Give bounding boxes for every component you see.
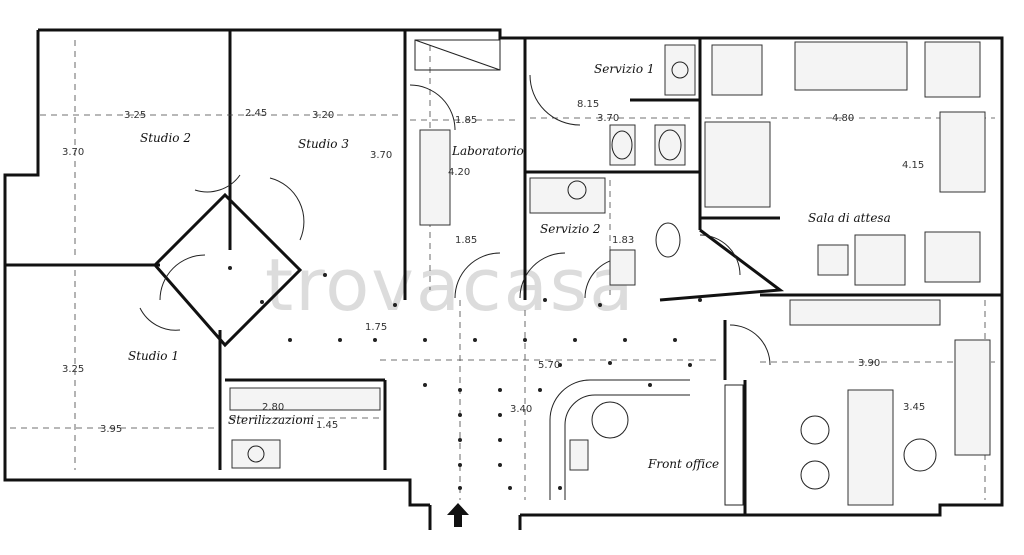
dim-steril-width: 2.80 <box>262 402 284 413</box>
dim-studio3-width-b: 3.20 <box>312 110 334 121</box>
room-label-studio-3: Studio 3 <box>298 137 349 151</box>
watermark: trovacasa <box>265 243 635 327</box>
dim-sala-height: 4.15 <box>902 160 924 171</box>
dim-servizio1-a: 8.15 <box>577 99 599 110</box>
dim-sala-width: 4.80 <box>832 113 854 124</box>
dim-studio2-height: 3.70 <box>62 147 84 158</box>
interior-walls <box>5 30 1002 515</box>
dim-lab-height: 4.20 <box>448 167 470 178</box>
dim-studio3-width-a: 2.45 <box>245 108 267 119</box>
dim-studio1-height: 3.25 <box>62 364 84 375</box>
waiting-room-furniture <box>704 41 986 326</box>
dim-steril-height: 1.45 <box>316 420 338 431</box>
outer-walls <box>3 28 1004 530</box>
room-label-studio-2: Studio 2 <box>140 131 191 145</box>
dim-office-height: 3.45 <box>903 402 925 413</box>
front-office-furniture <box>549 339 991 506</box>
room-label-studio-1: Studio 1 <box>128 349 179 363</box>
room-label-sala-di-attesa: Sala di attesa <box>808 211 891 225</box>
room-label-servizio-2: Servizio 2 <box>540 222 601 236</box>
room-label-front-office: Front office <box>647 457 719 471</box>
room-label-laboratorio: Laboratorio <box>451 144 524 158</box>
door-swings <box>139 74 771 366</box>
dim-studio1-width: 3.95 <box>100 424 122 435</box>
dim-corridor-a: 1.75 <box>365 322 387 333</box>
dim-corridor-b: 5.70 <box>538 360 560 371</box>
dim-servizio1-b: 3.70 <box>597 113 619 124</box>
ceiling-dots <box>228 266 702 490</box>
dim-office-width: 3.90 <box>858 358 880 369</box>
dim-corridor-c: 3.40 <box>510 404 532 415</box>
arrow-up-icon <box>447 503 469 527</box>
dim-studio3-height: 3.70 <box>370 150 392 161</box>
dim-servizio2-height: 1.83 <box>612 235 634 246</box>
dim-lab-width: 1.85 <box>455 115 477 126</box>
room-label-servizio-1: Servizio 1 <box>594 62 655 76</box>
dim-studio2-width: 3.25 <box>124 110 146 121</box>
room-label-sterilizzazioni: Sterilizzazioni <box>228 413 314 427</box>
fixtures <box>229 39 696 469</box>
dim-lab-depth: 1.85 <box>455 235 477 246</box>
